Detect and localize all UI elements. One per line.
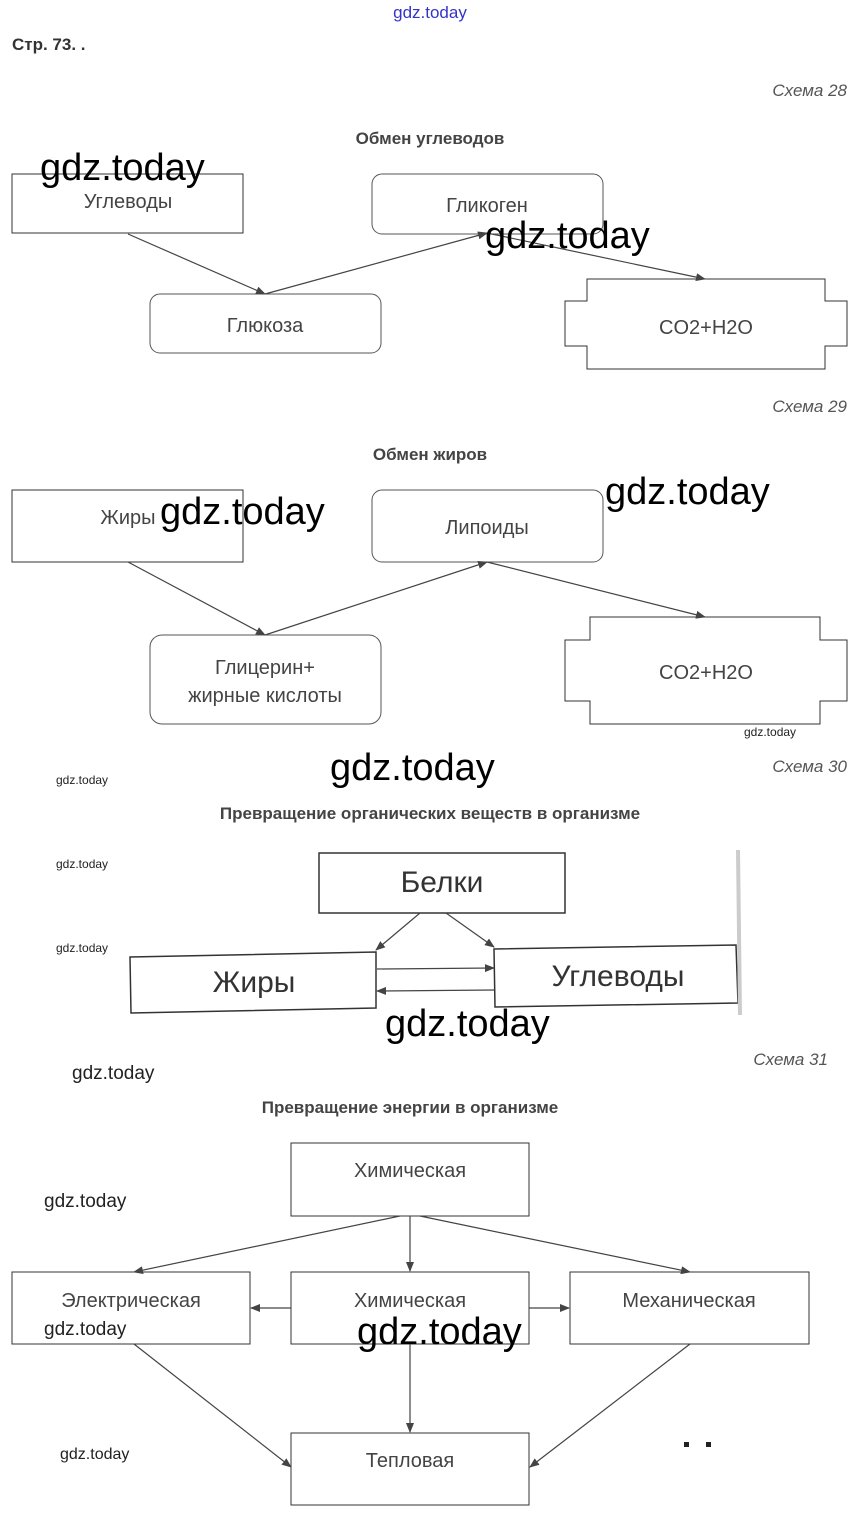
page-reference: Стр. 73. . xyxy=(12,35,86,54)
watermark: gdz.today xyxy=(60,1446,129,1463)
node-label: Жиры xyxy=(213,966,296,999)
arrow xyxy=(127,233,266,295)
watermark: gdz.today xyxy=(385,1003,550,1045)
node-label: CO2+H2O xyxy=(659,662,753,684)
node-label: Жиры xyxy=(100,507,155,529)
watermarks: gdz.today gdz.today gdz.today gdz.today … xyxy=(40,147,796,1463)
schema-title: Превращение органических веществ в орган… xyxy=(220,804,640,823)
node-label: CO2+H2O xyxy=(659,317,753,339)
schema-title: Обмен жиров xyxy=(373,445,487,464)
watermark: gdz.today xyxy=(56,857,108,871)
header-watermark: gdz.today xyxy=(393,3,467,22)
schema-label: Схема 31 xyxy=(753,1050,828,1069)
watermark: gdz.today xyxy=(330,747,495,789)
node-label: Химическая xyxy=(354,1160,466,1182)
schema-label: Схема 28 xyxy=(772,81,847,100)
node-box xyxy=(129,951,377,1014)
node-label: Электрическая xyxy=(61,1290,201,1312)
arrow xyxy=(445,912,495,948)
arrow xyxy=(529,1343,691,1468)
watermark: gdz.today xyxy=(357,1311,522,1353)
node-label: Липоиды xyxy=(445,517,528,539)
arrow xyxy=(264,231,488,295)
watermark: gdz.today xyxy=(40,147,205,189)
node-label: Гликоген xyxy=(446,195,528,217)
node-box xyxy=(564,616,848,725)
schema-29: Схема 29 Обмен жиров Жиры Липоиды Глицер… xyxy=(11,397,848,725)
node-label: Белки xyxy=(401,866,484,899)
node-label: Тепловая xyxy=(366,1450,454,1472)
node-box xyxy=(11,1271,251,1345)
arrow xyxy=(376,986,495,995)
node-box xyxy=(290,1271,530,1345)
schema-30: Схема 30 Превращение органических вещест… xyxy=(129,757,848,1016)
schema-title: Превращение энергии в организме xyxy=(262,1098,559,1117)
arrow xyxy=(486,232,706,282)
dot-mark xyxy=(684,1442,689,1447)
arrow xyxy=(376,964,495,973)
arrow xyxy=(264,561,488,636)
node-label: Механическая xyxy=(622,1290,755,1312)
watermark: gdz.today xyxy=(56,941,108,955)
watermark: gdz.today xyxy=(56,773,108,787)
node-label: Глюкоза xyxy=(227,315,304,337)
watermark: gdz.today xyxy=(744,725,796,739)
watermark: gdz.today xyxy=(72,1063,155,1084)
node-label: Глицерин+ xyxy=(215,657,315,679)
arrow xyxy=(419,1215,691,1275)
arrow xyxy=(133,1215,401,1275)
watermark: gdz.today xyxy=(605,471,770,513)
node-label: Химическая xyxy=(354,1290,466,1312)
dot-mark xyxy=(706,1442,711,1447)
scan-artifact xyxy=(736,849,742,1016)
schema-label: Схема 30 xyxy=(772,757,847,776)
arrow xyxy=(127,561,266,636)
schema-label: Схема 29 xyxy=(772,397,847,416)
watermark: gdz.today xyxy=(44,1191,127,1212)
node-box xyxy=(564,278,848,370)
arrow xyxy=(375,912,421,951)
schema-28: Схема 28 Обмен углеводов Углеводы Гликог… xyxy=(11,81,848,370)
node-label: жирные кислоты xyxy=(188,685,342,707)
watermark: gdz.today xyxy=(485,215,650,257)
arrow xyxy=(133,1343,292,1468)
node-box xyxy=(11,173,244,234)
schema-31: Схема 31 Превращение энергии в организме… xyxy=(11,1050,828,1506)
node-label: Углеводы xyxy=(84,191,173,213)
node-label: Углеводы xyxy=(552,960,685,993)
watermark: gdz.today xyxy=(160,491,325,533)
schema-title: Обмен углеводов xyxy=(356,129,505,148)
node-box xyxy=(149,634,382,725)
watermark: gdz.today xyxy=(44,1319,127,1340)
node-box xyxy=(11,489,244,563)
node-box xyxy=(290,1432,530,1506)
node-box xyxy=(318,852,566,914)
arrow xyxy=(486,561,706,619)
